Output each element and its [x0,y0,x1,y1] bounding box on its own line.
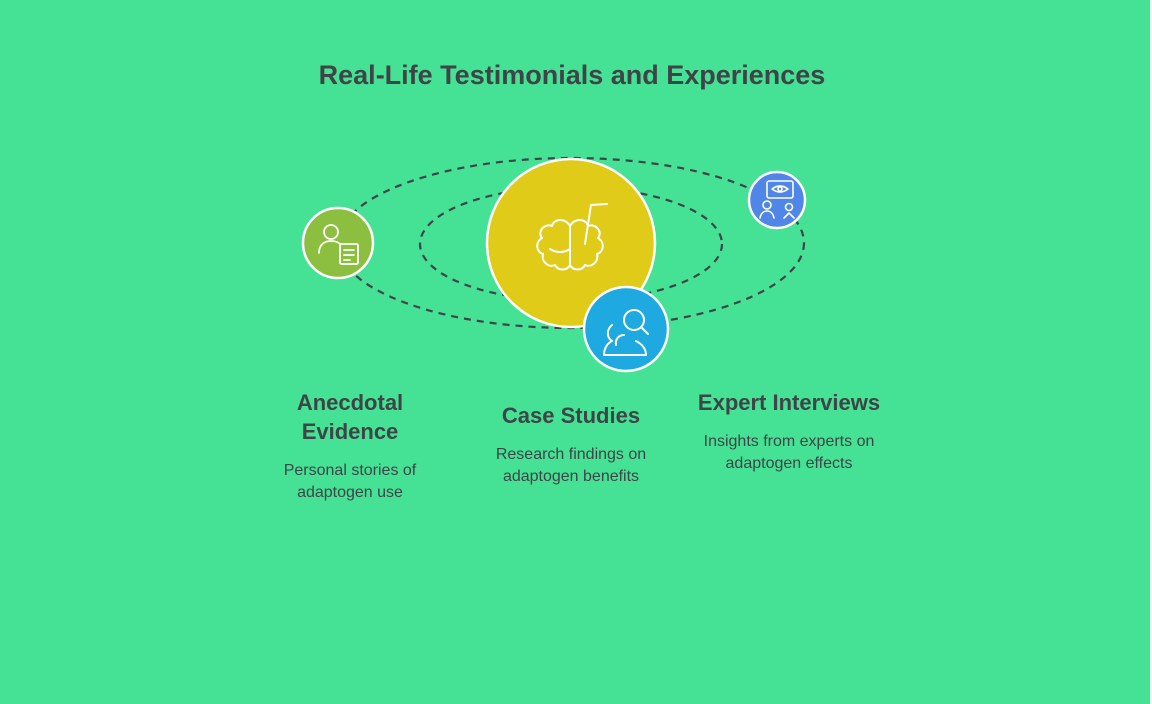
case-studies-node [485,157,657,329]
brain-icon [536,203,608,271]
eye-speech-people-icon [759,180,795,219]
expert-description: Insights from experts on adaptogen effec… [703,433,875,472]
case-studies-description: Research findings on adaptogen benefits [495,446,647,485]
user-document-icon [318,224,359,265]
research-node [582,285,670,373]
anecdotal-block: Anecdotal Evidence Personal stories of a… [259,388,441,504]
anecdotal-description: Personal stories of adaptogen use [283,462,417,501]
expert-block: Expert Interviews Insights from experts … [693,388,885,475]
anecdotal-node [301,206,375,280]
expert-title: Expert Interviews [697,390,881,415]
search-person-icon [603,309,649,356]
right-edge-strip [1150,0,1152,704]
anecdotal-title: Anecdotal Evidence [296,390,404,444]
page-title: Real-Life Testimonials and Experiences [318,60,826,90]
case-studies-title: Case Studies [501,403,641,428]
expert-node [747,170,807,230]
case-studies-block: Case Studies Research findings on adapto… [480,401,662,488]
